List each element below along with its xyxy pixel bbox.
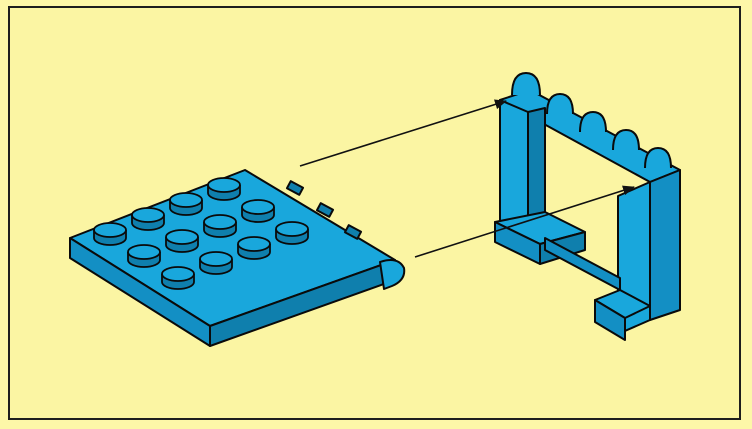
plate-stud [275,221,309,245]
plate-stud [93,222,127,246]
plate-clip-slot [343,224,363,240]
plate-stud [161,266,195,290]
hinge-top-knob [612,129,640,151]
hinge-right-foot-front [594,299,626,341]
lego-hinge-frame-icon [494,72,681,341]
plate-studs [93,177,309,290]
plate-stud [207,177,241,201]
hinge-top-knob [579,111,607,133]
plate-stud [203,214,237,238]
plate-stud [131,207,165,231]
plate-stud [237,236,271,260]
hinge-top-knob [644,147,672,169]
plate-stud [165,229,199,253]
plate-stud [241,199,275,223]
hinge-top-knob [546,93,574,115]
lower-connection-arrow [414,185,635,258]
plate-hinge-knuckle [379,259,406,290]
upper-connection-arrow [299,99,507,167]
plate-stud [169,192,203,216]
plate-stud [199,251,233,275]
plate-clip-slot [285,180,305,196]
plate-clip-slot [315,202,335,218]
hinge-top-knob [511,72,541,96]
hinge-right-post-side [649,169,681,321]
plate-stud [127,244,161,268]
